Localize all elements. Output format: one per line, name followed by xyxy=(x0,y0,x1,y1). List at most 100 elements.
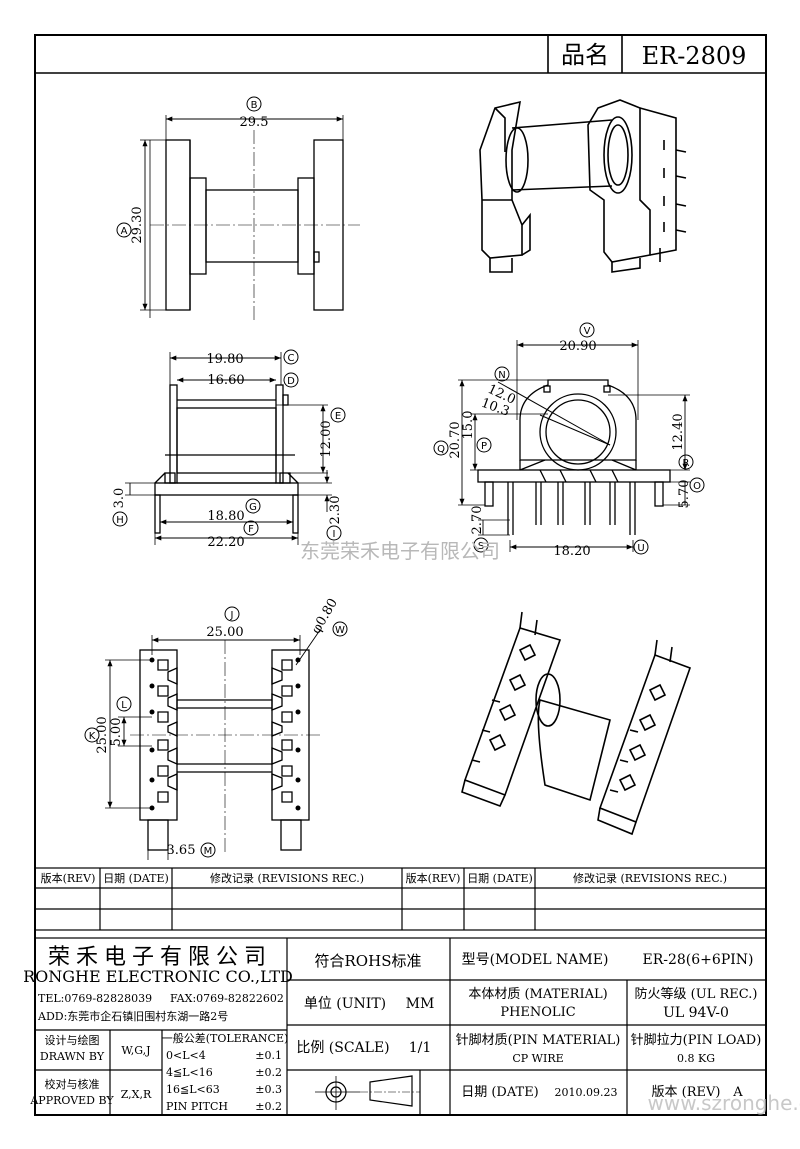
dim-letter-R: R xyxy=(683,458,690,469)
dim-2-70: 2.70 xyxy=(470,506,485,535)
pin-material-value: CP WIRE xyxy=(512,1052,563,1065)
material-value: PHENOLIC xyxy=(500,1005,575,1020)
name-label: 品名 xyxy=(561,41,609,69)
dim-letter-S: S xyxy=(478,541,484,552)
rohs: 符合ROHS标准 xyxy=(315,952,422,970)
company-en: RONGHE ELECTRONIC CO.,LTD xyxy=(23,967,293,986)
dim-18-80: 18.80 xyxy=(207,509,244,524)
dim-letter-H: H xyxy=(116,515,124,526)
date-header-2: 日期 (DATE) xyxy=(467,872,533,885)
dim-letter-E: E xyxy=(335,411,341,422)
bottom-view xyxy=(105,629,321,860)
check-en: APPROVED BY xyxy=(29,1094,114,1107)
tol-range-1: 4≦L<16 xyxy=(166,1066,213,1079)
tol-value-0: ±0.1 xyxy=(255,1049,282,1062)
unit-value: MM xyxy=(406,996,435,1012)
dim-25-00-side: 25.00 xyxy=(95,716,110,753)
watermark-url: www.szronghe.cn xyxy=(648,1091,800,1115)
dim-letter-M: M xyxy=(204,846,213,857)
dim-letter-A: A xyxy=(121,226,128,237)
dim-22-20: 22.20 xyxy=(207,535,244,550)
dim-letter-B: B xyxy=(251,100,258,111)
model-label: 型号(MODEL NAME) xyxy=(462,952,609,968)
design-value: W,G,J xyxy=(121,1044,150,1057)
watermark-company: 东莞荣禾电子有限公司 xyxy=(300,539,500,563)
dim-letter-N: N xyxy=(498,370,505,381)
dim-letter-K: K xyxy=(89,731,96,742)
dim-16-60: 16.60 xyxy=(207,373,244,388)
dim-letter-Q: Q xyxy=(437,444,445,455)
dim-letter-V: V xyxy=(584,326,591,337)
dim-letter-U: U xyxy=(637,543,644,554)
scale-value: 1/1 xyxy=(409,1040,432,1056)
side-view xyxy=(458,340,690,552)
fax: FAX:0769-82822602 xyxy=(170,992,284,1005)
rev-header-2: 版本(REV) xyxy=(406,871,461,885)
dim-letter-W: W xyxy=(335,625,345,636)
tol-range-3: PIN PITCH xyxy=(166,1100,228,1113)
revision-table xyxy=(34,867,767,931)
tel: TEL:0769-82828039 xyxy=(38,992,152,1005)
dim-3-0: 3.0 xyxy=(112,488,127,509)
tol-value-2: ±0.3 xyxy=(255,1083,282,1096)
rev-header-1: 版本(REV) xyxy=(41,871,96,885)
pin-material-label: 针脚材质(PIN MATERIAL) xyxy=(456,1032,621,1048)
scale-label: 比例 (SCALE) xyxy=(296,1040,389,1056)
dim-29-30: 29.30 xyxy=(130,206,145,243)
unit-label: 单位 (UNIT) xyxy=(304,996,386,1012)
dim-20-70: 20.70 xyxy=(448,421,463,458)
design-en: DRAWN BY xyxy=(40,1050,105,1063)
dim-letter-P: P xyxy=(481,441,487,452)
date-header-1: 日期 (DATE) xyxy=(103,872,169,885)
dim-29-5: 29.5 xyxy=(240,115,269,130)
rec-header-2: 修改记录 (REVISIONS REC.) xyxy=(573,871,727,885)
design-cn: 设计与绘图 xyxy=(45,1033,100,1047)
dim-letter-C: C xyxy=(288,353,295,364)
date-label: 日期 (DATE) xyxy=(461,1085,539,1100)
dim-5-00: 5.00 xyxy=(109,718,124,747)
dim-letter-I: I xyxy=(333,529,336,540)
address: ADD:东莞市企石镇旧围村东湖一路2号 xyxy=(37,1009,228,1023)
dim-2-30: 2.30 xyxy=(328,496,343,525)
dim-3-65: 3.65 xyxy=(167,843,196,858)
dim-letter-F: F xyxy=(248,524,254,535)
tol-range-0: 0<L<4 xyxy=(166,1049,206,1062)
pin-load-label: 针脚拉力(PIN LOAD) xyxy=(631,1032,762,1048)
dim-12-00: 12.00 xyxy=(319,420,334,457)
tol-range-2: 16≦L<63 xyxy=(166,1083,220,1096)
iso-view-top xyxy=(479,99,687,273)
dim-letter-J: J xyxy=(230,610,234,621)
dim-letter-G: G xyxy=(249,502,257,513)
fire-value: UL 94V-0 xyxy=(663,1005,729,1021)
dim-letter-O: O xyxy=(693,481,701,492)
fire-label: 防火等级 (UL REC.) xyxy=(635,986,758,1002)
title-block xyxy=(34,937,767,1116)
top-view xyxy=(140,115,360,322)
dim-letter-D: D xyxy=(287,376,295,387)
check-value: Z,X,R xyxy=(121,1088,152,1101)
check-cn: 校对与核准 xyxy=(45,1077,100,1091)
rev-value: A xyxy=(732,1085,743,1100)
part-number: ER-2809 xyxy=(642,42,747,70)
dim-20-90: 20.90 xyxy=(559,339,596,354)
dim-15-0: 15.0 xyxy=(461,411,476,440)
dim-letter-L: L xyxy=(121,700,127,711)
material-label: 本体材质 (MATERIAL) xyxy=(468,987,607,1002)
pin-dots xyxy=(149,657,301,811)
iso-view-bottom xyxy=(461,611,692,836)
tol-value-3: ±0.2 xyxy=(255,1100,282,1113)
pin-load-value: 0.8 KG xyxy=(677,1052,715,1065)
tolerance-title: 一般公差(TOLERANCE) xyxy=(162,1031,289,1045)
dim-25-00-top: 25.00 xyxy=(206,625,243,640)
tol-value-1: ±0.2 xyxy=(255,1066,282,1079)
dim-19-80: 19.80 xyxy=(206,352,243,367)
front-view xyxy=(125,352,332,545)
rev-label: 版本 (REV) xyxy=(652,1085,721,1100)
model-value: ER-28(6+6PIN) xyxy=(643,952,754,968)
rec-header-1: 修改记录 (REVISIONS REC.) xyxy=(210,871,364,885)
company-cn: 荣禾电子有限公司 xyxy=(48,945,272,970)
dim-12-40: 12.40 xyxy=(671,413,686,450)
dim-18-20: 18.20 xyxy=(553,544,590,559)
dim-5-70: 5.70 xyxy=(677,480,692,509)
